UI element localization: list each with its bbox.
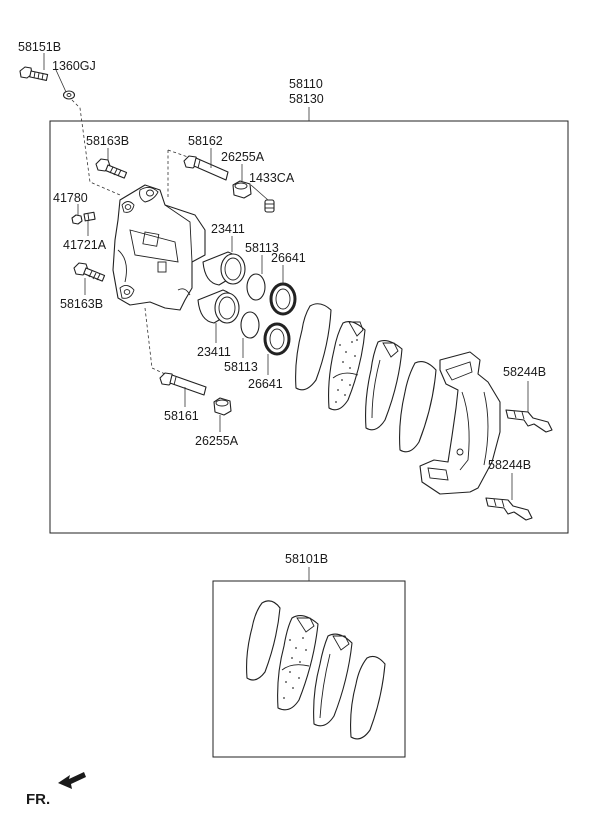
guide-pin-58161 [159, 372, 207, 396]
piston-23411-upper [202, 251, 246, 286]
guide-pin-58162 [183, 155, 229, 181]
front-direction-arrow-icon [58, 772, 86, 789]
brake-pad-outer-2 [328, 321, 366, 411]
pad-kit-pad-2 [277, 615, 319, 711]
callout-58161: 58161 [164, 409, 199, 423]
brake-pad-outer-1 [295, 303, 332, 391]
washer-1360GJ [62, 90, 76, 100]
pad-kit-pad-1 [246, 600, 281, 681]
boot-26641-upper [269, 282, 297, 316]
callout-58113-bottom: 58113 [224, 360, 258, 374]
callout-58113-top: 58113 [245, 241, 279, 255]
brake-pad-inner-1 [365, 340, 403, 431]
callout-26641-top: 26641 [271, 251, 306, 265]
pad-kit-pad-3 [313, 633, 353, 727]
bolt-58163B-lower [73, 262, 106, 282]
boot-26641-lower [263, 322, 291, 356]
callout-58162: 58162 [188, 134, 223, 148]
callout-58101B: 58101B [285, 552, 328, 566]
bleeder-screw-41721A [83, 211, 96, 222]
callout-58244B-top: 58244B [503, 365, 546, 379]
callout-41721A: 41721A [63, 238, 107, 252]
callout-58244B-bottom: 58244B [488, 458, 531, 472]
bushing-26255A-lower [213, 397, 232, 416]
piston-23411-lower [197, 289, 240, 324]
callout-23411-top: 23411 [211, 222, 245, 236]
bushing-26255A-upper [232, 180, 252, 199]
callout-23411-bottom: 23411 [197, 345, 231, 359]
callout-26255A-bottom: 26255A [195, 434, 239, 448]
pad-clip-58244B-lower [485, 497, 533, 521]
front-indicator-label: FR. [26, 791, 50, 808]
brake-pad-inner-2 [399, 361, 437, 453]
seal-58113-upper [246, 273, 266, 301]
seal-58113-lower [240, 311, 260, 339]
callout-58163B-bottom: 58163B [60, 297, 103, 311]
callout-41780: 41780 [53, 191, 88, 205]
pad-kit-pad-4 [350, 655, 386, 740]
callout-1360GJ: 1360GJ [52, 59, 96, 73]
callout-26641-bottom: 26641 [248, 377, 283, 391]
caliper-bracket [419, 351, 501, 495]
callout-58110: 58110 [289, 77, 323, 91]
nut-41780 [71, 214, 83, 225]
bleeder-cap-1433CA [264, 199, 275, 213]
caliper-body [112, 184, 206, 311]
callout-58151B: 58151B [18, 40, 61, 54]
callout-1433CA: 1433CA [249, 171, 295, 185]
callout-58130: 58130 [289, 92, 324, 106]
bolt-58151B [19, 66, 49, 81]
bolt-58163B-upper [95, 158, 128, 179]
callout-58163B-top: 58163B [86, 134, 129, 148]
pad-clip-58244B-upper [505, 409, 553, 433]
callout-26255A-top: 26255A [221, 150, 265, 164]
